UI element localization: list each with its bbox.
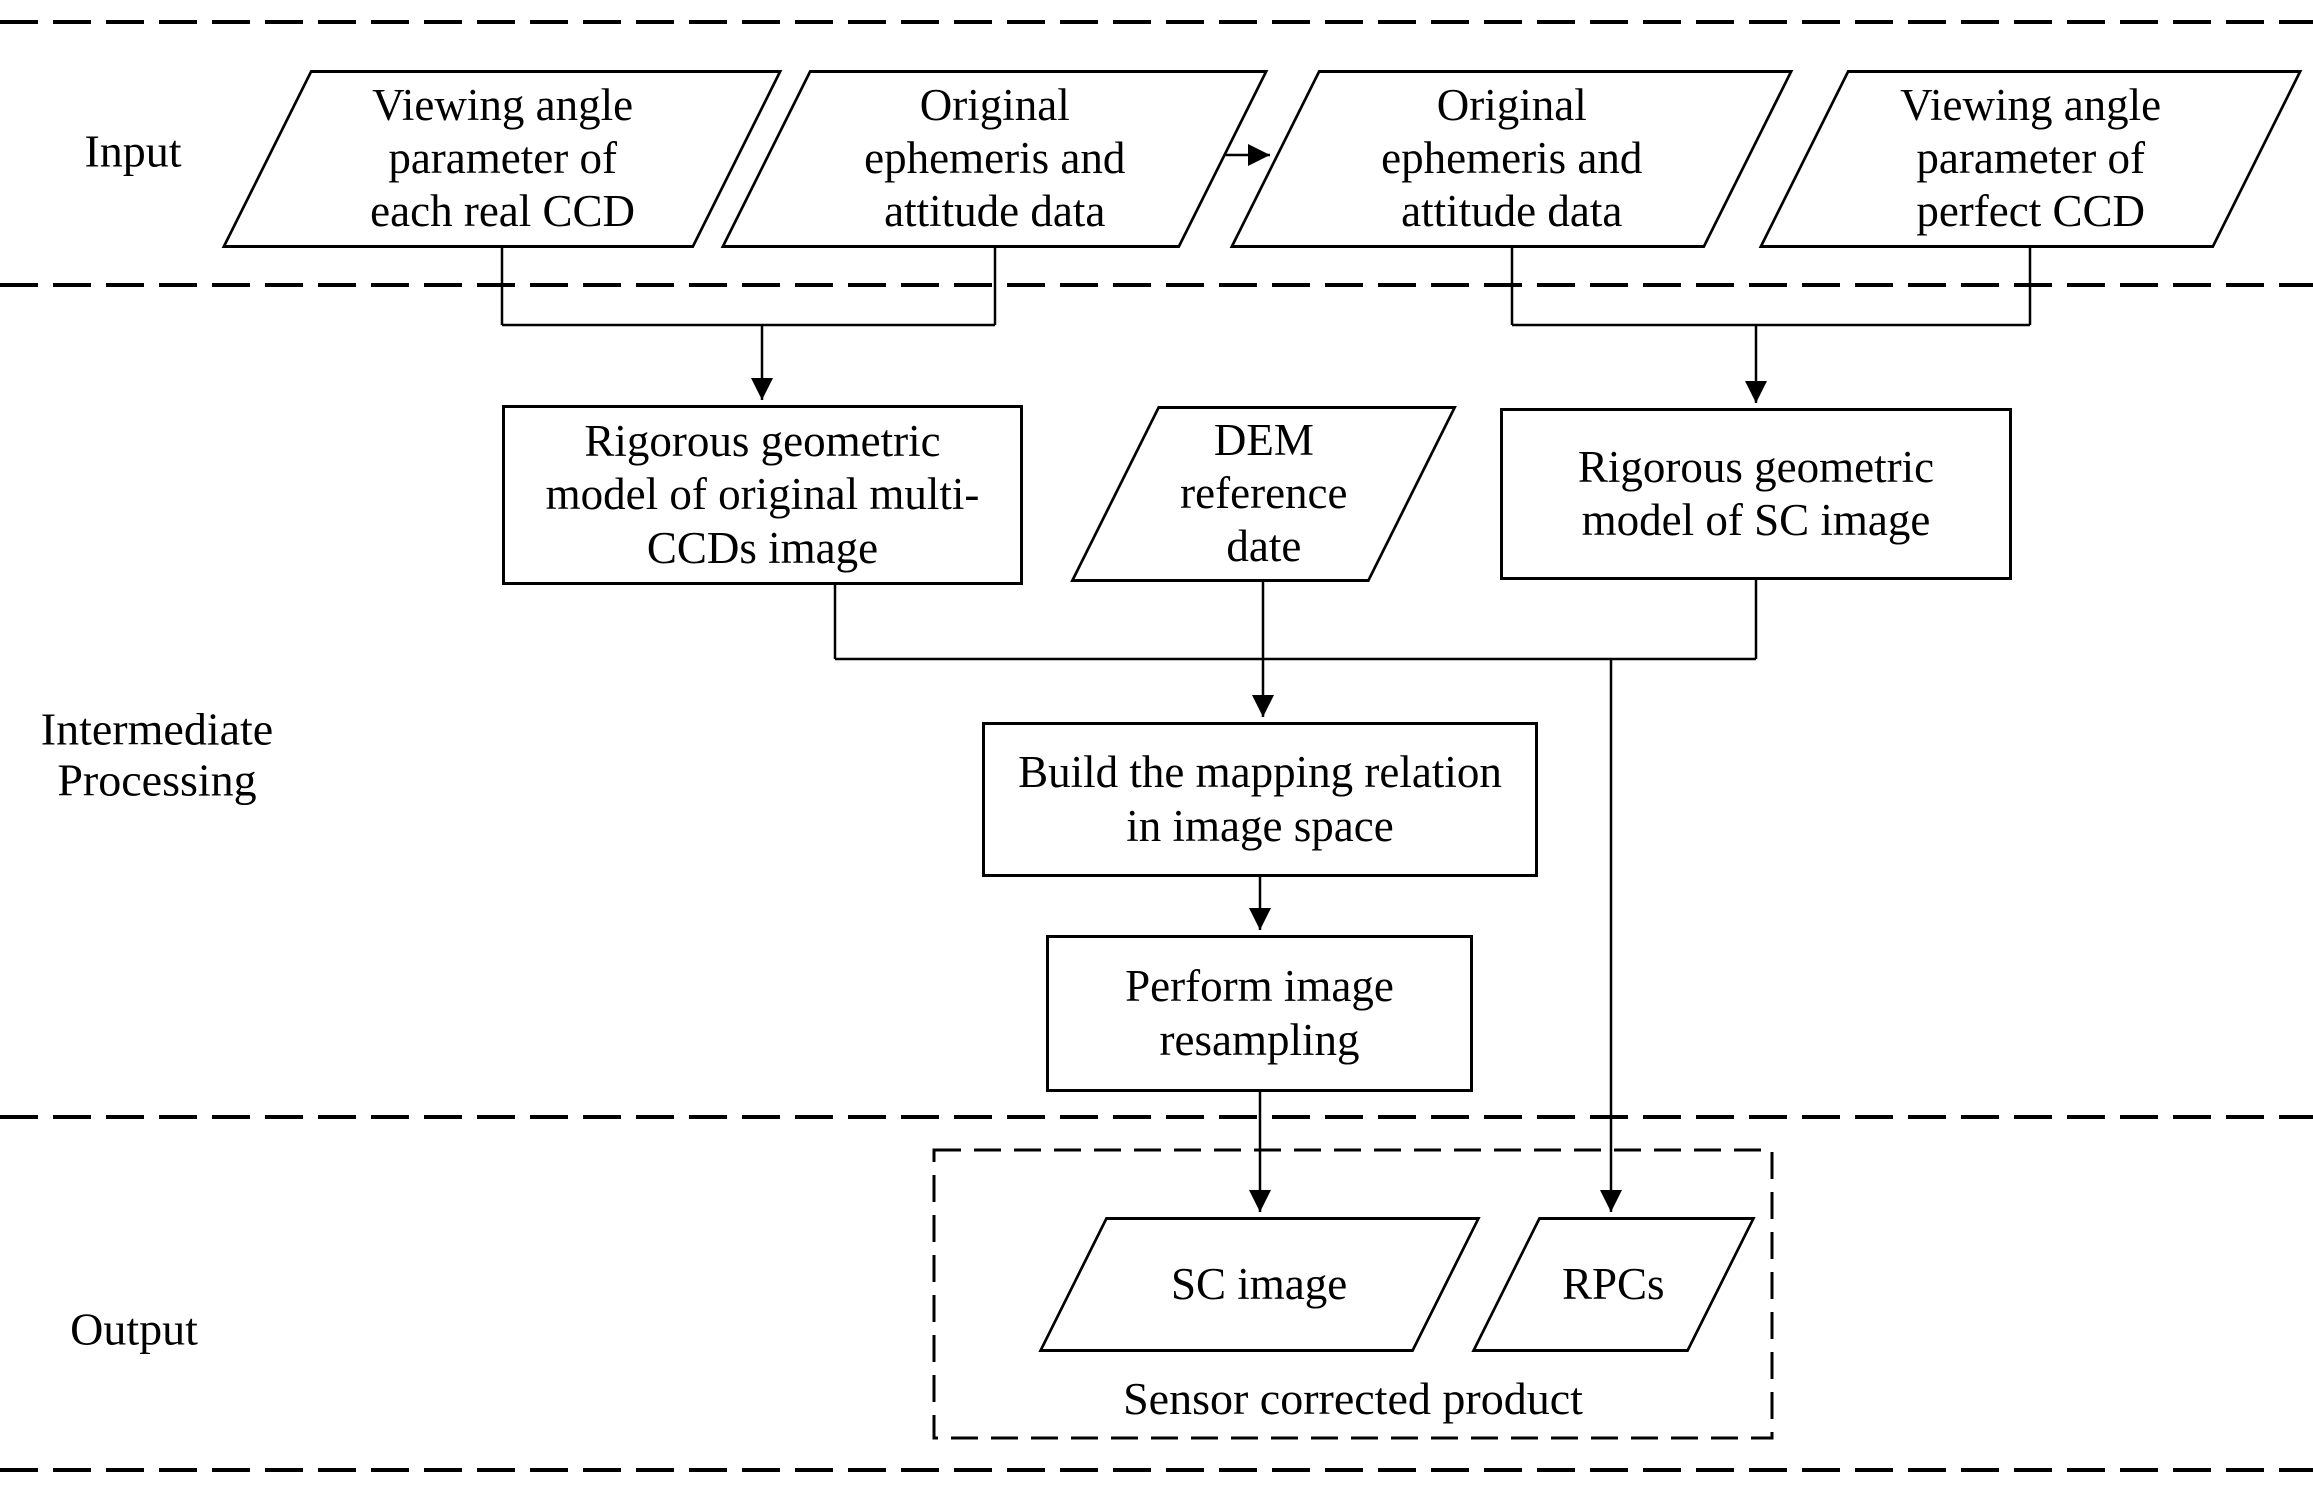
node-rpcs: RPCs xyxy=(1471,1217,1756,1352)
node-sc-image-label: SC image xyxy=(1171,1258,1348,1309)
node-viewing-angle-real-ccd-label: Viewing angle parameter of each real CCD xyxy=(369,80,635,237)
node-viewing-angle-perfect-ccd-label: Viewing angle parameter of perfect CCD xyxy=(1900,80,2161,237)
node-original-ephemeris-left: Original ephemeris and attitude data xyxy=(720,70,1269,248)
node-perform-resampling-label: Perform image resampling xyxy=(1125,961,1394,1065)
section-label-input: Input xyxy=(84,125,182,177)
node-sc-image: SC image xyxy=(1038,1217,1481,1352)
node-rigorous-model-sc-label: Rigorous geometric model of SC image xyxy=(1577,441,1935,545)
node-build-mapping: Build the mapping relation in image spac… xyxy=(982,722,1538,877)
node-original-ephemeris-right-label: Original ephemeris and attitude data xyxy=(1380,80,1643,237)
node-dem-reference: DEM reference date xyxy=(1070,406,1457,582)
node-original-ephemeris-left-label: Original ephemeris and attitude data xyxy=(863,80,1126,237)
node-rigorous-model-multi-ccds-label: Rigorous geometric model of original mul… xyxy=(545,416,980,573)
node-viewing-angle-perfect-ccd: Viewing angle parameter of perfect CCD xyxy=(1758,70,2303,248)
node-rigorous-model-sc: Rigorous geometric model of SC image xyxy=(1500,408,2012,580)
node-viewing-angle-real-ccd: Viewing angle parameter of each real CCD xyxy=(221,70,783,248)
node-build-mapping-label: Build the mapping relation in image spac… xyxy=(1018,747,1502,851)
node-rpcs-label: RPCs xyxy=(1562,1258,1665,1309)
node-original-ephemeris-right: Original ephemeris and attitude data xyxy=(1229,70,1794,248)
node-dem-reference-label: DEM reference date xyxy=(1179,415,1348,572)
sensor-corrected-product-caption: Sensor corrected product xyxy=(1123,1373,1583,1424)
node-perform-resampling: Perform image resampling xyxy=(1046,935,1473,1092)
node-rigorous-model-multi-ccds: Rigorous geometric model of original mul… xyxy=(502,405,1023,585)
section-label-intermediate-processing: Intermediate Processing xyxy=(40,703,274,805)
section-label-output: Output xyxy=(70,1303,198,1355)
